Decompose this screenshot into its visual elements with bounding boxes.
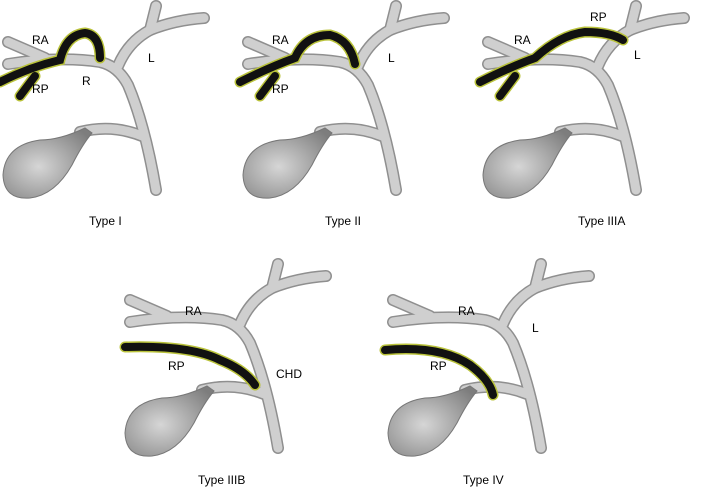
label-ra: RA xyxy=(458,304,475,318)
aberrant-right-posterior-ducts xyxy=(0,27,627,399)
caption-type-iv: Type IV xyxy=(463,473,504,487)
label-rp: RP xyxy=(168,359,185,373)
label-chd: CHD xyxy=(276,367,302,381)
label-rp: RP xyxy=(272,82,289,96)
label-l: L xyxy=(148,51,155,65)
label-l: L xyxy=(388,51,395,65)
label-r: R xyxy=(82,74,91,88)
label-rp: RP xyxy=(32,82,49,96)
label-rp: RP xyxy=(430,359,447,373)
caption-type-iiib: Type IIIB xyxy=(198,473,246,487)
label-ra: RA xyxy=(514,33,531,47)
label-rp: RP xyxy=(590,10,607,24)
label-ra: RA xyxy=(32,33,49,47)
label-l: L xyxy=(634,48,641,62)
caption-type-iiia: Type IIIA xyxy=(578,214,626,228)
label-l: L xyxy=(532,321,539,335)
panel-type-iv-ducts xyxy=(388,264,589,456)
label-ra: RA xyxy=(185,304,202,318)
caption-type-i: Type I xyxy=(89,214,122,228)
caption-type-ii: Type II xyxy=(325,214,362,228)
label-ra: RA xyxy=(272,33,289,47)
